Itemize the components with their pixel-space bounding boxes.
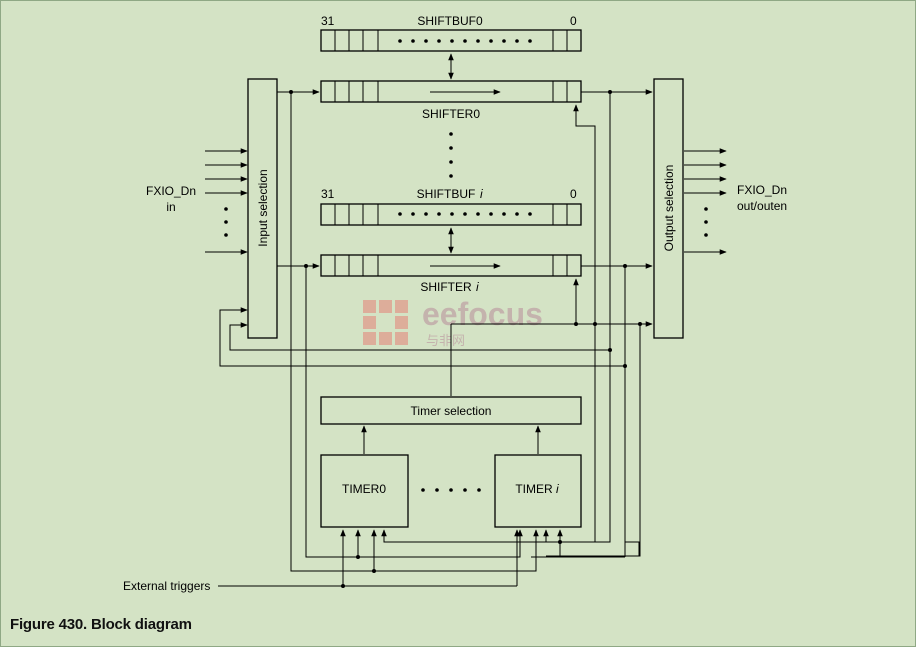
input-selection-block: Input selection: [247, 78, 278, 339]
figure-caption: Figure 430. Block diagram: [10, 616, 192, 633]
timeri-label: TIMER: [515, 482, 553, 496]
input-junctions: [289, 90, 376, 573]
external-triggers-label: External triggers: [123, 579, 210, 593]
output-pins: FXIO_Dn out/outen: [684, 148, 787, 255]
shifteri-index: i: [476, 280, 479, 294]
shifteri-register: SHIFTER i: [320, 254, 582, 294]
ellipsis-vertical-dots: [449, 132, 453, 178]
timer-ellipsis-dots: [421, 488, 481, 492]
timer0-input-routing: [355, 529, 377, 571]
timer-bus-junctions: [558, 322, 642, 544]
shiftbuf0-msb: 31: [321, 14, 335, 28]
shiftbuf0-label: SHIFTBUF0: [417, 14, 483, 28]
shiftbuf0-lsb: 0: [570, 14, 577, 28]
watermark: eefocus 与非网: [363, 296, 543, 348]
timeri-block: TIMER i: [494, 454, 582, 528]
shiftbuf0-register: 31 SHIFTBUF0 0: [320, 14, 582, 52]
input-routing: [277, 89, 539, 572]
shiftbufi-register: 31 SHIFTBUF i 0: [320, 187, 582, 226]
shiftbufi-msb: 31: [321, 187, 335, 201]
external-triggers: External triggers: [123, 529, 520, 593]
output-selection-block: Output selection: [653, 78, 684, 339]
timer-selection-label: Timer selection: [411, 404, 492, 418]
timeri-index: i: [556, 482, 559, 496]
timer0-block: TIMER0: [320, 454, 409, 528]
shifter0-label: SHIFTER0: [422, 107, 480, 121]
shiftbufi-index: i: [480, 187, 483, 201]
input-pins: FXIO_Dn in: [146, 148, 248, 255]
watermark-brand: eefocus: [422, 296, 543, 332]
shiftbufi-label: SHIFTBUF: [417, 187, 476, 201]
timer0-label: TIMER0: [342, 482, 386, 496]
input-pins-label-1: FXIO_Dn: [146, 184, 196, 198]
timer-selection-block: Timer selection: [320, 396, 582, 425]
shifteri-label: SHIFTER: [420, 280, 472, 294]
input-pins-label-2: in: [166, 200, 175, 214]
watermark-sub: 与非网: [426, 333, 465, 348]
output-pins-label-1: FXIO_Dn: [737, 183, 787, 197]
input-selection-label: Input selection: [256, 169, 270, 246]
shifter0-register: SHIFTER0: [320, 80, 582, 121]
shiftbufi-lsb: 0: [570, 187, 577, 201]
output-junctions: [608, 90, 627, 368]
output-selection-label: Output selection: [662, 165, 676, 252]
output-pins-label-2: out/outen: [737, 199, 787, 213]
